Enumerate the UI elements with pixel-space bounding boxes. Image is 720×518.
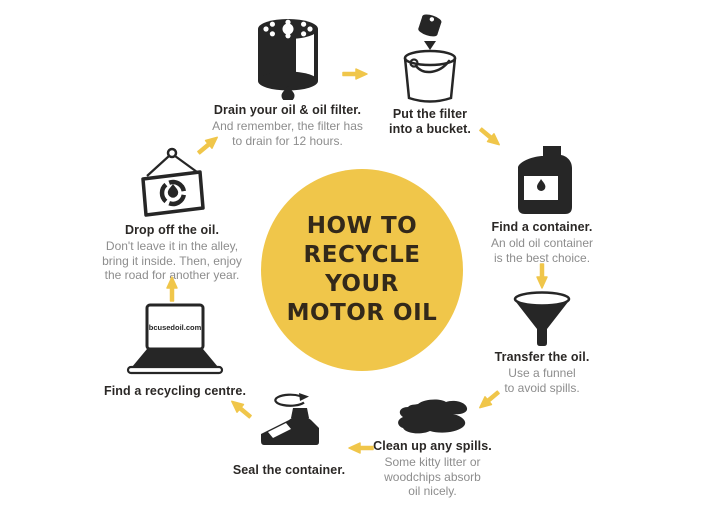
arrow-bucket-to-container bbox=[476, 124, 504, 150]
arrow-dropoff-to-drain bbox=[194, 132, 222, 158]
step-description: Don't leave it in the alley, bring it in… bbox=[102, 239, 242, 282]
center-circle: HOW TO RECYCLE YOUR MOTOR OIL bbox=[261, 169, 463, 371]
dropoff-sign-icon bbox=[141, 147, 205, 217]
infographic-title: HOW TO RECYCLE YOUR MOTOR OIL bbox=[286, 213, 438, 326]
arrow-container-to-funnel bbox=[536, 263, 548, 289]
step-drain-oil-filter: Drain your oil & oil filter. And remembe… bbox=[175, 12, 400, 148]
spill-icon bbox=[397, 399, 467, 434]
step-filter-into-bucket: Put the filter into a bucket. bbox=[374, 14, 486, 137]
laptop-screen-text: bcusedoil.com bbox=[149, 323, 202, 332]
step-seal-container: Seal the container. bbox=[226, 392, 352, 478]
funnel-icon bbox=[513, 291, 571, 346]
arrow-centre-to-dropoff bbox=[166, 276, 178, 302]
arrow-filter-to-bucket bbox=[342, 68, 368, 80]
step-transfer-oil: Transfer the oil. Use a funnel to avoid … bbox=[478, 291, 606, 395]
step-find-recycling-centre: bcusedoil.com Find a recycling centre. bbox=[95, 303, 255, 399]
laptop-icon: bcusedoil.com bbox=[126, 303, 224, 375]
step-title: Drop off the oil. bbox=[124, 223, 220, 237]
arrow-spills-to-seal bbox=[348, 442, 374, 454]
sealed-jug-icon bbox=[261, 393, 319, 445]
step-title: Drain your oil & oil filter. bbox=[213, 103, 362, 117]
arrow-funnel-to-spills bbox=[475, 387, 503, 413]
step-find-container: Find a container. An old oil container i… bbox=[478, 143, 606, 265]
step-title: Find a recycling centre. bbox=[103, 384, 247, 398]
step-description: An old oil container is the best choice. bbox=[490, 236, 594, 265]
step-title: Clean up any spills. bbox=[373, 439, 492, 453]
step-description: Some kitty litter or woodchips absorb oi… bbox=[384, 455, 481, 498]
step-title: Find a container. bbox=[491, 220, 593, 234]
step-drop-off-oil: Drop off the oil. Don't leave it in the … bbox=[86, 146, 258, 283]
arrow-seal-to-centre bbox=[227, 396, 255, 422]
step-clean-spills: Clean up any spills. Some kitty litter o… bbox=[372, 398, 493, 499]
step-title: Put the filter into a bucket. bbox=[389, 107, 471, 136]
oil-filter-icon bbox=[257, 19, 318, 100]
step-title: Transfer the oil. bbox=[494, 350, 590, 364]
step-description: And remember, the filter has to drain fo… bbox=[212, 119, 363, 148]
step-title: Seal the container. bbox=[232, 463, 346, 477]
step-description: Use a funnel to avoid spills. bbox=[504, 366, 580, 395]
oil-container-icon bbox=[518, 146, 572, 214]
bucket-icon bbox=[403, 14, 457, 103]
